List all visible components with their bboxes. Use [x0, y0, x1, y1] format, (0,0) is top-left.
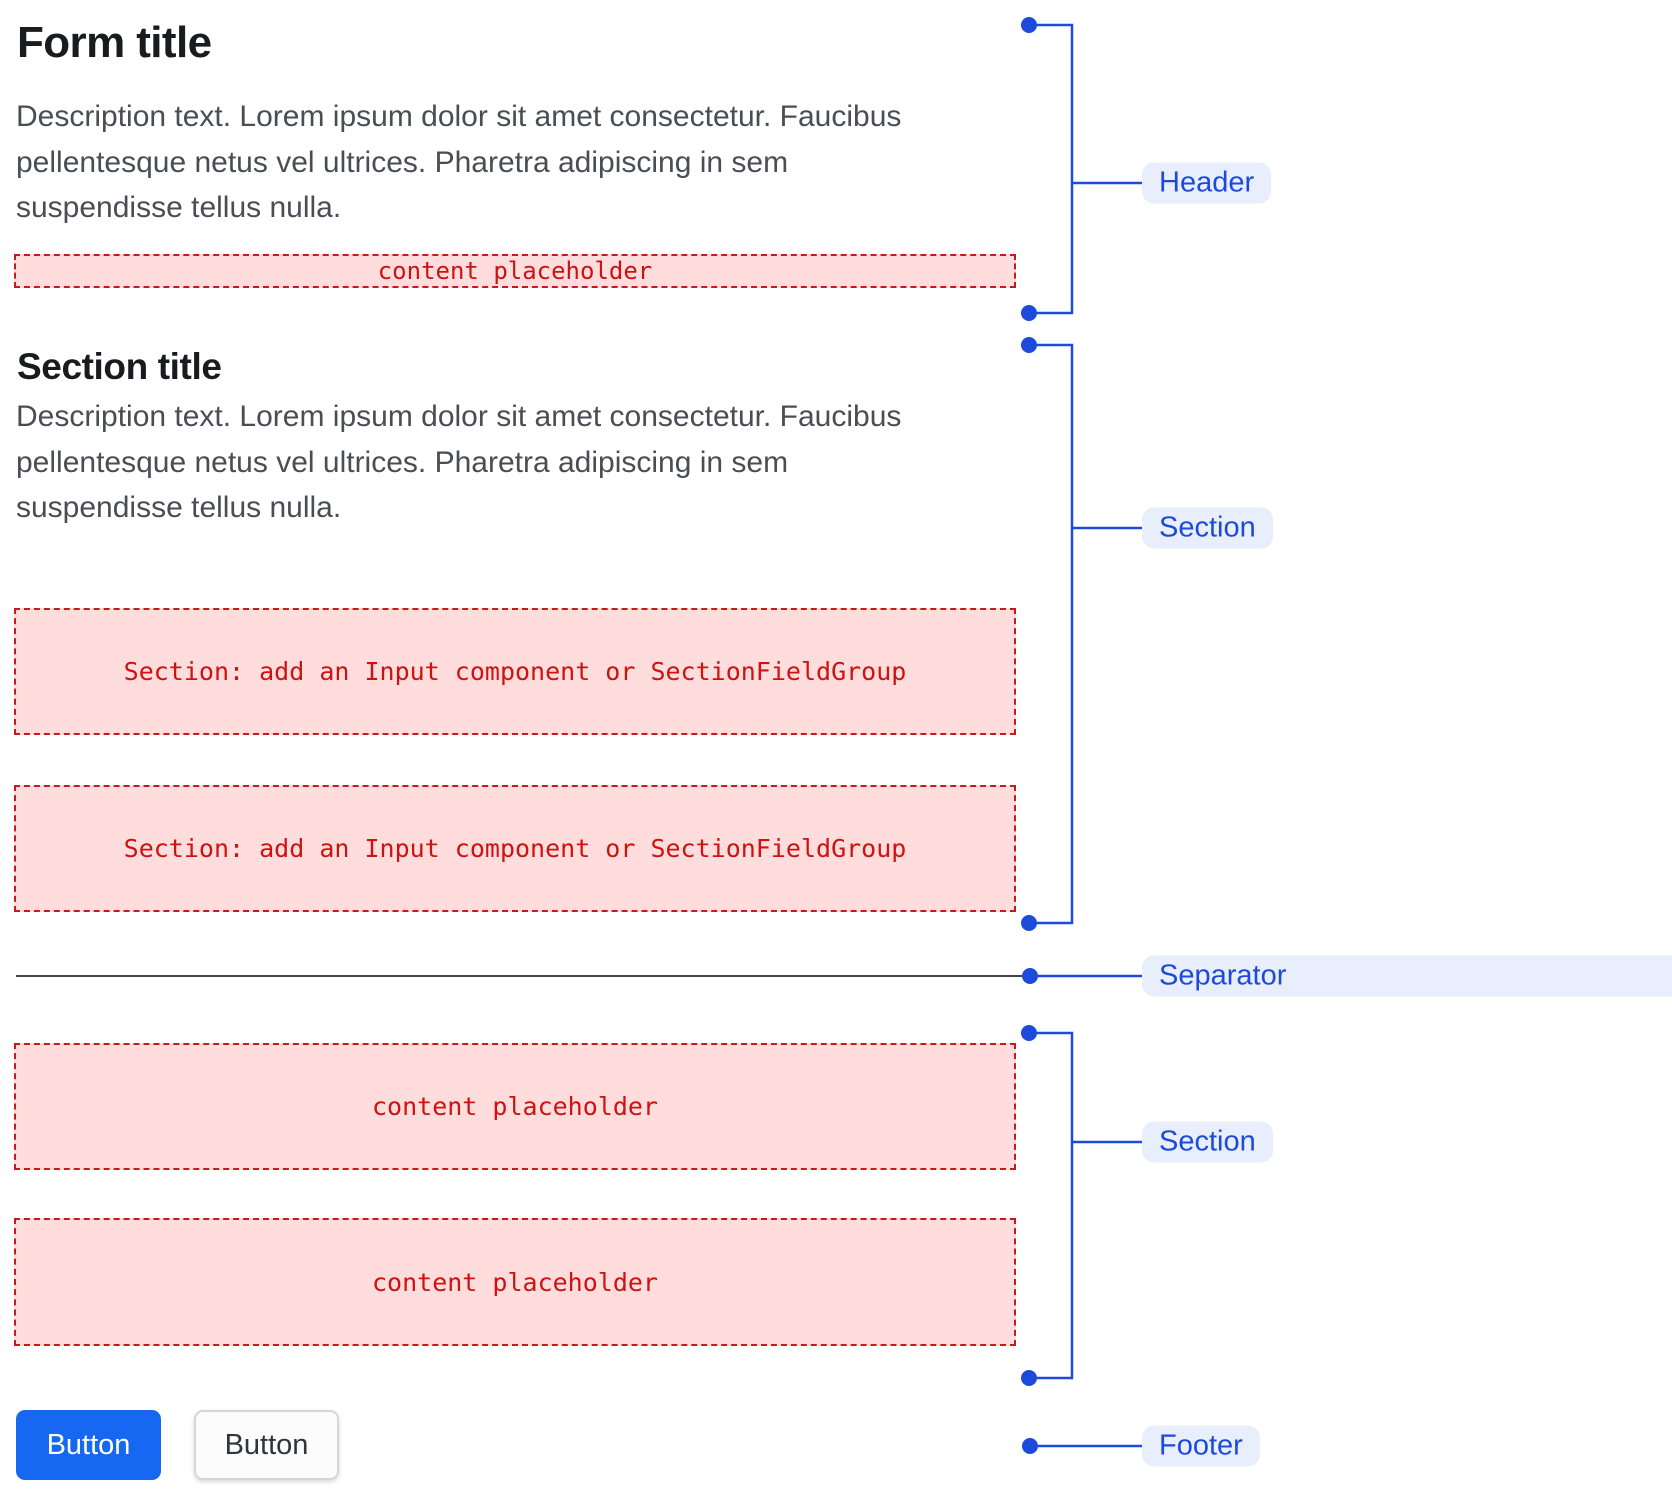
form-title: Form title	[17, 18, 212, 67]
header-bottom-dot	[1021, 305, 1037, 321]
header-bracket	[1029, 23, 1074, 315]
section1-bottom-dot	[1021, 915, 1037, 931]
section-content-placeholder: content placeholder	[14, 1218, 1016, 1346]
section1-top-dot	[1021, 337, 1037, 353]
section-title: Section title	[17, 346, 222, 387]
section2-top-dot	[1021, 1025, 1037, 1041]
primary-button[interactable]: Button	[16, 1410, 161, 1480]
section2-bracket	[1029, 1031, 1074, 1380]
header-top-dot	[1021, 17, 1037, 33]
section-annotation-label: Section	[1142, 1121, 1273, 1163]
section-input-slot: Section: add an Input component or Secti…	[14, 785, 1016, 912]
section2-bottom-dot	[1021, 1370, 1037, 1386]
section-content-placeholder: content placeholder	[14, 1043, 1016, 1170]
section-description: Description text. Lorem ipsum dolor sit …	[16, 400, 902, 524]
separator-annotation-label: Separator	[1142, 955, 1672, 997]
section-annotation-label: Section	[1142, 507, 1273, 549]
section-input-slot: Section: add an Input component or Secti…	[14, 608, 1016, 735]
footer-dot	[1022, 1438, 1038, 1454]
form-description: Description text. Lorem ipsum dolor sit …	[16, 100, 902, 224]
footer-annotation-label: Footer	[1142, 1425, 1260, 1467]
separator-line	[16, 975, 1029, 977]
section1-bracket	[1029, 343, 1074, 925]
header-content-placeholder: content placeholder	[14, 254, 1016, 288]
secondary-button[interactable]: Button	[194, 1410, 339, 1480]
header-annotation-label: Header	[1142, 162, 1272, 204]
